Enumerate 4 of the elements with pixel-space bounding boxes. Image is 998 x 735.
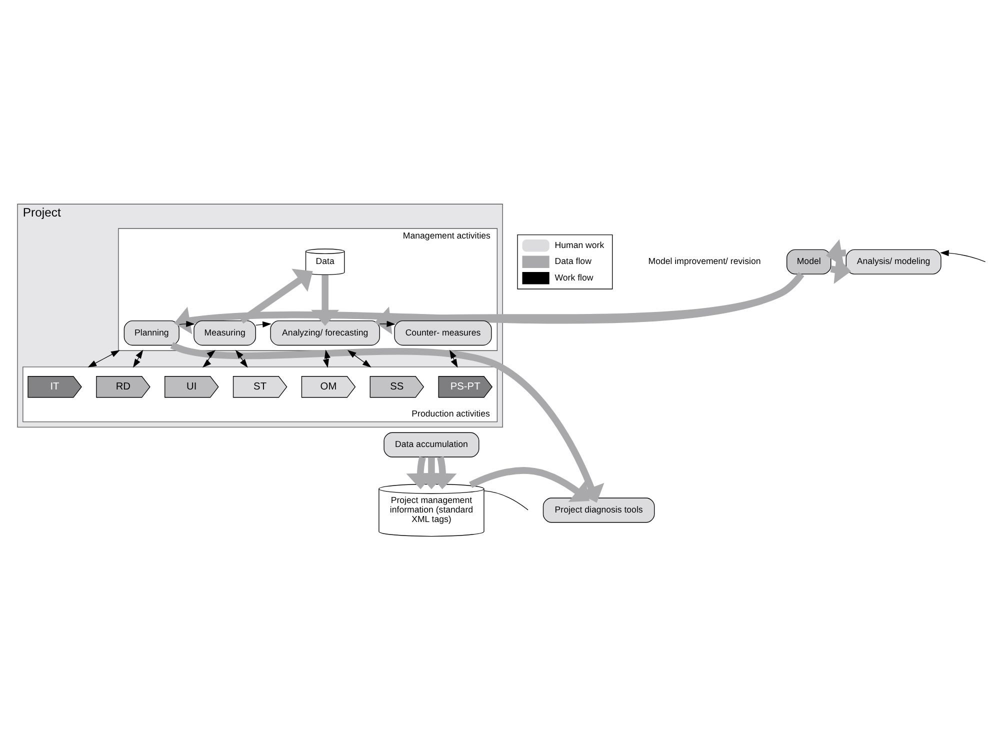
label: Model improvement/ revision — [648, 256, 761, 266]
legend-label: Data flow — [554, 256, 592, 266]
legend-label: Human work — [554, 240, 604, 250]
legend-label: Work flow — [554, 272, 594, 282]
